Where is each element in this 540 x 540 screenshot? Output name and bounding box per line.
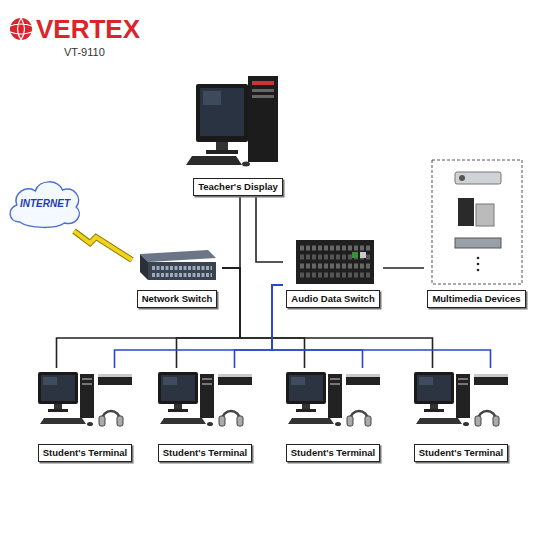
device-label: Multimedia Devices [427, 290, 525, 308]
cloud-label: INTERNET [20, 198, 70, 209]
logo-globe [10, 18, 32, 40]
audio-switch-device [296, 240, 374, 284]
network-cable [57, 268, 241, 368]
student-terminal-node: Student's Terminal [35, 368, 136, 462]
multimedia-node: Multimedia Devices [424, 156, 529, 308]
device-label: Audio Data Switch [286, 290, 379, 308]
multimedia-devices-illustration [432, 160, 522, 284]
device-label: Student's Terminal [286, 444, 380, 462]
teacher-display-node: Teacher's Display [186, 70, 290, 196]
network-cable [115, 285, 284, 368]
network-cable [222, 268, 305, 368]
audio-switch-node: Audio Data Switch [283, 232, 383, 308]
student-terminal-node: Student's Terminal [283, 368, 384, 462]
network-switch-node: Network Switch [132, 240, 222, 308]
lightning-link [74, 231, 132, 260]
network-switch-device [140, 250, 216, 280]
device-label: Student's Terminal [38, 444, 132, 462]
cloud-shape [10, 182, 79, 228]
device-label: Network Switch [137, 290, 218, 308]
device-label: Teacher's Display [193, 178, 283, 196]
device-label: Student's Terminal [414, 444, 508, 462]
network-cable [177, 268, 241, 368]
network-cable [235, 285, 284, 368]
student-terminal-node: Student's Terminal [411, 368, 512, 462]
model-number: VT-9110 [64, 46, 105, 58]
brand-name: VERTEX [36, 14, 140, 45]
student-terminal-node: Student's Terminal [155, 368, 256, 462]
device-label: Student's Terminal [158, 444, 252, 462]
student-computers [38, 372, 508, 426]
network-cable [256, 196, 283, 262]
internet-cloud: INTERNET [6, 176, 84, 230]
teacher-computer [186, 76, 278, 167]
network-cable [383, 267, 424, 269]
network-cable [222, 268, 433, 368]
network-cable [222, 196, 240, 268]
lightning-outline [74, 231, 132, 260]
